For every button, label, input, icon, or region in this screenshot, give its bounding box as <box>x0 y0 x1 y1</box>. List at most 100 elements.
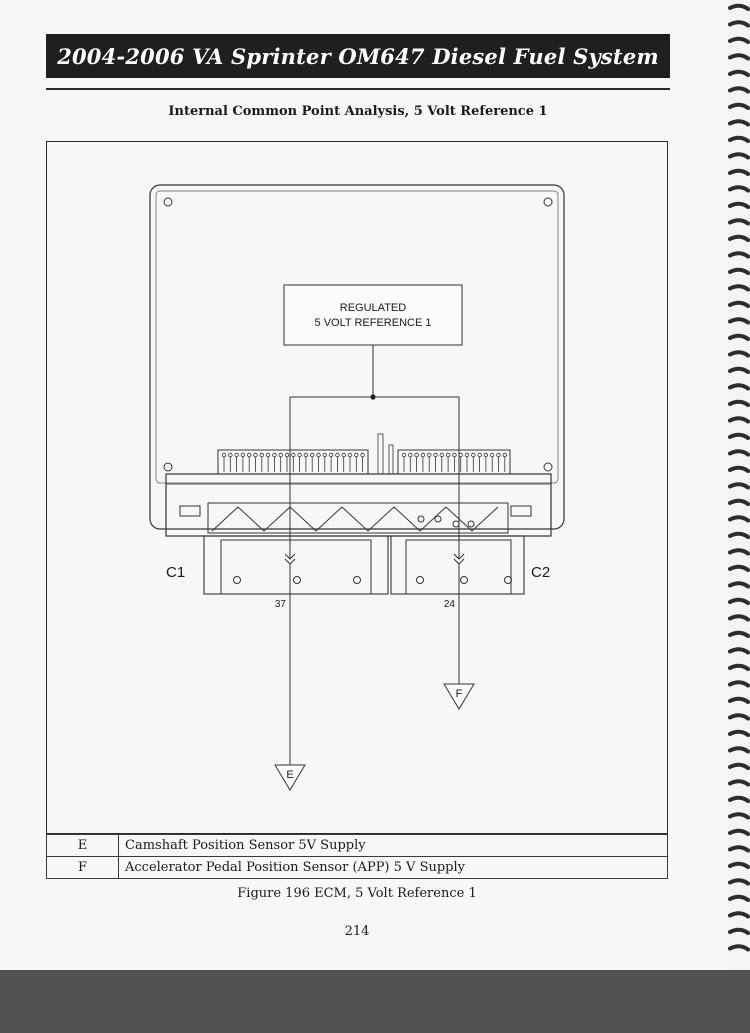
diagram-frame <box>46 141 668 834</box>
spiral-coil <box>728 812 750 820</box>
spiral-coil <box>728 36 750 44</box>
plug-c2-hole <box>504 576 512 584</box>
spiral-coil <box>728 366 750 374</box>
spiral-coil <box>728 465 750 473</box>
spiral-coil <box>728 350 750 358</box>
mounting-hole <box>163 462 173 472</box>
scanner-background <box>0 970 750 1033</box>
spiral-coil <box>728 614 750 622</box>
connector-pin <box>414 452 419 458</box>
pin-number-c1: 37 <box>275 599 287 610</box>
spiral-coil <box>728 317 750 325</box>
connector-pin <box>228 452 233 458</box>
center-tab <box>388 444 394 475</box>
connector-pin <box>259 452 264 458</box>
connector-pin <box>316 452 321 458</box>
spiral-coil <box>728 218 750 226</box>
connector-pin <box>502 452 507 458</box>
legend-row: E Camshaft Position Sensor 5V Supply <box>46 834 668 857</box>
regulator-label-line1: REGULATED <box>340 302 406 314</box>
spiral-coil <box>728 267 750 275</box>
legend-description: Camshaft Position Sensor 5V Supply <box>118 834 668 857</box>
spiral-coil <box>728 284 750 292</box>
connector-pin <box>452 452 457 458</box>
spiral-coil <box>728 845 750 853</box>
spiral-coil <box>728 102 750 110</box>
spiral-coil <box>728 878 750 886</box>
spiral-coil <box>728 630 750 638</box>
legend-row: F Accelerator Pedal Position Sensor (APP… <box>46 856 668 879</box>
connector-truss <box>211 506 499 532</box>
connector-pin <box>401 452 407 458</box>
spiral-coil <box>728 663 750 671</box>
connector-pin <box>360 452 365 458</box>
plug-c1-hole <box>353 576 361 584</box>
spiral-coil <box>728 647 750 655</box>
connector-pin <box>490 452 495 458</box>
connector-pin <box>291 452 296 458</box>
page-number: 214 <box>344 924 370 939</box>
connector-c1-label: C1 <box>166 564 185 581</box>
spiral-coil <box>728 894 750 902</box>
connector-c2-label: C2 <box>531 564 550 581</box>
spiral-coil <box>728 399 750 407</box>
spiral-coil <box>728 911 750 919</box>
connector-pin <box>322 452 327 458</box>
page-header: 2004-2006 VA Sprinter OM647 Diesel Fuel … <box>46 34 670 78</box>
connector-pin <box>439 452 444 458</box>
spiral-coil <box>728 251 750 259</box>
connector-tab-right <box>510 505 532 517</box>
connector-pin <box>341 452 346 458</box>
connector-pin <box>272 452 277 458</box>
legend-description: Accelerator Pedal Position Sensor (APP) … <box>118 856 668 879</box>
spiral-coil <box>728 449 750 457</box>
spiral-coil <box>728 168 750 176</box>
spiral-coil <box>728 696 750 704</box>
pin-chevron <box>453 553 465 560</box>
connector-pin <box>464 452 470 458</box>
connector-pin <box>221 452 227 458</box>
plug-c1-hole <box>233 576 241 584</box>
connector-pin <box>433 452 438 458</box>
spiral-coil <box>728 152 750 160</box>
spiral-coil <box>728 20 750 28</box>
header-title: 2004-2006 VA Sprinter OM647 Diesel Fuel … <box>57 43 659 69</box>
spiral-coil <box>728 3 750 11</box>
connector-hole <box>467 520 475 528</box>
spiral-coil <box>728 69 750 77</box>
connector-pin <box>284 452 290 458</box>
spiral-binding <box>728 3 750 952</box>
connector-pin <box>471 452 476 458</box>
connector-hole <box>417 515 425 523</box>
spiral-coil <box>728 185 750 193</box>
spiral-coil <box>728 944 750 952</box>
pin-row-left <box>221 452 365 472</box>
spiral-coil <box>728 927 750 935</box>
connector-pin <box>297 452 302 458</box>
connector-pin <box>477 452 482 458</box>
pin-number-c2: 24 <box>444 599 456 610</box>
pin-row-right <box>401 452 507 472</box>
plug-c2-outer <box>390 535 525 595</box>
spiral-coil <box>728 515 750 523</box>
connector-pin <box>496 452 501 458</box>
spiral-coil <box>728 135 750 143</box>
plug-c1 <box>220 539 372 595</box>
pin-chevron <box>284 558 296 565</box>
connector-pin <box>253 452 258 458</box>
spiral-coil <box>728 482 750 490</box>
spiral-coil <box>728 383 750 391</box>
connector-hole <box>434 515 442 523</box>
legend-table: E Camshaft Position Sensor 5V Supply F A… <box>46 834 668 879</box>
manual-page <box>0 0 728 970</box>
connector-pin <box>427 452 432 458</box>
plug-c2-hole <box>416 576 424 584</box>
terminal-e-label: E <box>286 769 293 781</box>
mounting-hole <box>163 197 173 207</box>
spiral-coil <box>728 119 750 127</box>
spiral-coil <box>728 234 750 242</box>
spiral-coil <box>728 597 750 605</box>
terminal-f-triangle <box>443 683 475 710</box>
spiral-coil <box>728 564 750 572</box>
connector-pin <box>246 452 252 458</box>
